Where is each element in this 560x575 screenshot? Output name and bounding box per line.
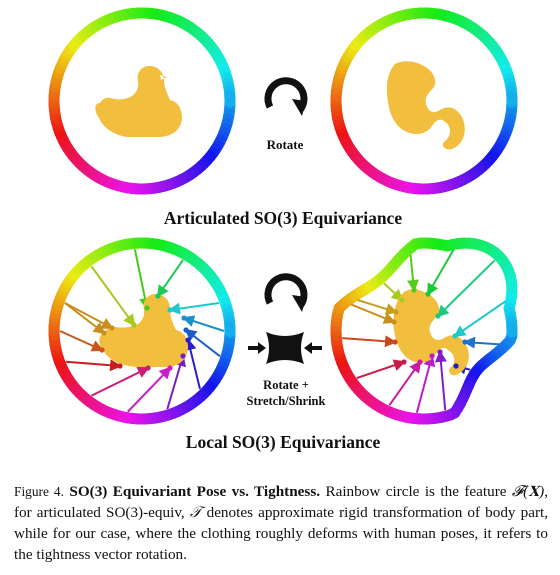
caption-text-2: , for articulated SO(3)-equiv, <box>14 483 549 521</box>
caption-text-3: denotes approximate rigid transformation… <box>14 504 549 563</box>
rainbow-circle-top-left <box>48 7 236 195</box>
rotate-stretch-icon <box>248 273 322 364</box>
figure-illustration: Rotate Articulated SO(3) Equivariance Ro… <box>48 7 518 452</box>
rotate-stretch-label-1: Rotate + <box>263 378 309 392</box>
caption-label: Figure 4. <box>14 484 64 499</box>
tightness-arrows-right <box>342 249 506 413</box>
rotate-arrow-icon <box>264 77 308 116</box>
duck-icon <box>95 66 182 137</box>
caption-text-1: Rainbow circle is the feature <box>325 483 507 500</box>
rotate-stretch-label-2: Stretch/Shrink <box>247 394 326 408</box>
rainbow-circle-top-right <box>330 7 518 195</box>
bottom-section-label: Local SO(3) Equivariance <box>186 432 381 452</box>
caption-title: SO(3) Equivariant Pose vs. Tightness. <box>69 483 321 500</box>
rainbow-circle-bottom-left <box>48 237 236 425</box>
top-section-label: Articulated SO(3) Equivariance <box>164 208 402 228</box>
t-symbol: 𝒯 <box>189 504 202 521</box>
duck-icon-bottom-left <box>99 294 188 367</box>
feature-symbol: 𝓕(𝐗) <box>511 483 545 500</box>
rotated-duck-icon <box>386 61 465 150</box>
rotate-label: Rotate <box>267 137 304 152</box>
figure-caption: Figure 4. SO(3) Equivariant Pose vs. Tig… <box>14 481 548 565</box>
deformed-rainbow-ring-bottom-right <box>330 237 518 425</box>
rotated-duck-icon-bottom-right <box>393 289 469 376</box>
tightness-arrows-left <box>59 249 225 413</box>
